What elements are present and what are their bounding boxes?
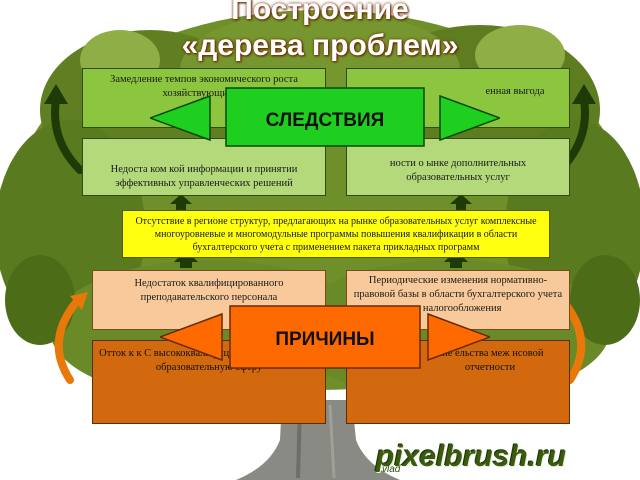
- cause-text-lower-right: ние ельства меж нсовой отчетности: [436, 348, 544, 373]
- consequence-box-mid-left: Недоста ком кой информации и принятии эф…: [82, 138, 326, 196]
- consequence-text-mid-left: Недоста ком кой информации и принятии эф…: [110, 164, 298, 189]
- cause-text-upper-right: Периодические изменения нормативно-право…: [353, 275, 563, 314]
- flow-arrows: [170, 194, 472, 268]
- arrowhead-left-top: [44, 84, 68, 104]
- watermark-signature: vlad: [382, 464, 401, 475]
- consequences-banner-label: СЛЕДСТВИЯ: [266, 110, 385, 131]
- central-problem-box: Отсутствие в регионе структур, предлагаю…: [122, 210, 550, 258]
- causes-banner-label: ПРИЧИНЫ: [275, 329, 374, 350]
- page-title-line1: Построение: [231, 0, 409, 26]
- consequence-text-top-right: енная выгода: [485, 86, 545, 97]
- consequence-text-mid-right: ности о ынке дополнительных образователь…: [389, 158, 527, 183]
- arrowhead-left-bottom: [70, 292, 88, 310]
- page-title-line2: «дерева проблем»: [181, 29, 459, 62]
- consequences-banner: СЛЕДСТВИЯ: [150, 87, 500, 147]
- central-problem-text: Отсутствие в регионе структур, предлагаю…: [135, 215, 537, 253]
- consequence-text-top-left: Замедление темпов экономического роста х…: [110, 74, 298, 99]
- cause-text-upper-left: Недостаток квалифицированного преподават…: [134, 278, 284, 303]
- consequence-box-mid-right: ности о ынке дополнительных образователь…: [346, 138, 570, 196]
- causes-banner: ПРИЧИНЫ: [160, 305, 490, 369]
- watermark-text: pixelbrush.ru: [376, 440, 567, 473]
- arrowhead-right-top: [572, 84, 596, 104]
